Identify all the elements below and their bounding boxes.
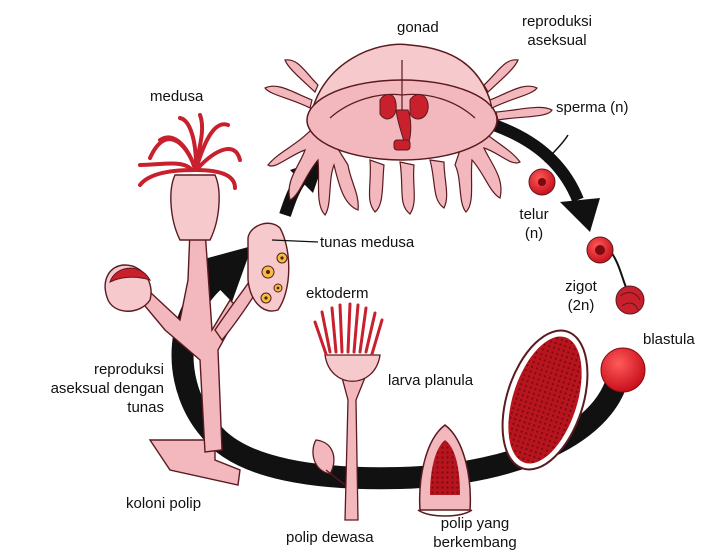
label-telur-line1: telur: [513, 205, 555, 224]
label-polip-dewasa: polip dewasa: [286, 528, 374, 547]
label-telur-line2: (n): [513, 224, 555, 243]
polip-berkembang: [418, 425, 472, 516]
label-blastula: blastula: [643, 330, 695, 349]
label-polip-berkembang: polip yang berkembang: [420, 514, 530, 552]
label-zigot-line2: (2n): [558, 296, 604, 315]
blastula: [601, 348, 645, 392]
label-rat-line3: tunas: [8, 398, 164, 417]
label-reproduksi-aseksual-line1: reproduksi: [507, 12, 607, 31]
label-medusa: medusa: [150, 87, 203, 106]
label-rat-line1: reproduksi: [8, 360, 164, 379]
arrow-head-to-telur: [560, 198, 600, 232]
label-tunas-medusa: tunas medusa: [320, 233, 414, 252]
early-blastula: [616, 286, 644, 314]
koloni-polip: [105, 115, 318, 485]
label-koloni-polip: koloni polip: [126, 494, 201, 513]
label-telur: telur (n): [513, 205, 555, 243]
label-zigot: zigot (2n): [558, 277, 604, 315]
label-polip-berkembang-line2: berkembang: [420, 533, 530, 552]
label-reproduksi-aseksual-line2: aseksual: [507, 31, 607, 50]
label-larva-planula: larva planula: [388, 371, 473, 390]
label-ektoderm: ektoderm: [306, 284, 369, 303]
label-sperma: sperma (n): [556, 98, 629, 117]
label-zigot-line1: zigot: [558, 277, 604, 296]
label-rat-line2: aseksual dengan: [8, 379, 164, 398]
label-reproduksi-aseksual-dengan-tunas: reproduksi aseksual dengan tunas: [8, 360, 164, 417]
label-reproduksi-aseksual: reproduksi aseksual: [507, 12, 607, 50]
label-polip-berkembang-line1: polip yang: [420, 514, 530, 533]
label-gonad: gonad: [397, 18, 439, 37]
